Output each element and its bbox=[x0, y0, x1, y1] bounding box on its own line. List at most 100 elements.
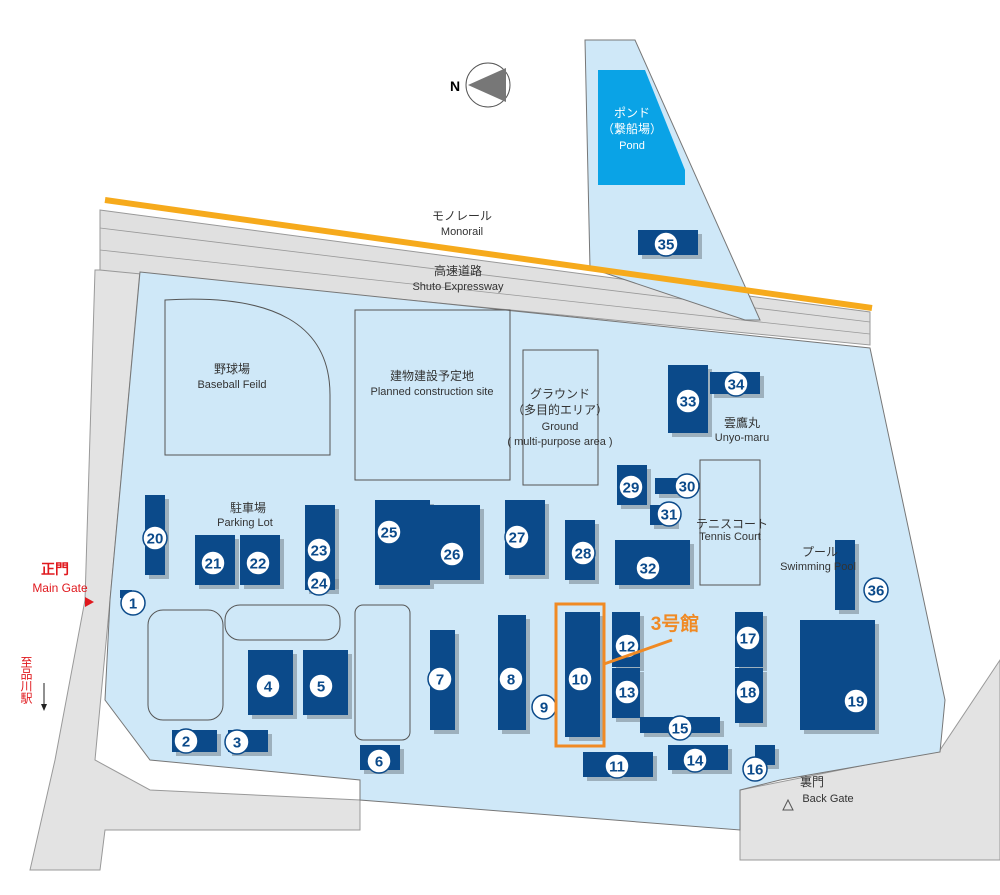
station-label: 至品川駅 bbox=[19, 656, 33, 705]
marker-number: 10 bbox=[572, 672, 589, 689]
marker-number: 34 bbox=[728, 377, 745, 394]
marker-number: 19 bbox=[848, 694, 865, 711]
building-marker-4[interactable]: 4 bbox=[255, 673, 281, 699]
building-marker-11[interactable]: 11 bbox=[604, 753, 630, 779]
building-marker-22[interactable]: 22 bbox=[245, 550, 271, 576]
building-marker-16[interactable]: 16 bbox=[742, 756, 768, 782]
building-marker-2[interactable]: 2 bbox=[173, 728, 199, 754]
marker-circle bbox=[618, 474, 644, 500]
marker-circle bbox=[173, 728, 199, 754]
marker-number: 31 bbox=[661, 507, 678, 524]
marker-number: 17 bbox=[740, 631, 757, 648]
building-marker-27[interactable]: 27 bbox=[504, 524, 530, 550]
expressway-label-jp: 高速道路 bbox=[434, 263, 482, 278]
marker-circle bbox=[656, 501, 682, 527]
building-marker-26[interactable]: 26 bbox=[439, 541, 465, 567]
marker-number: 22 bbox=[250, 556, 267, 573]
building-marker-36[interactable]: 36 bbox=[863, 577, 889, 603]
building-marker-19[interactable]: 19 bbox=[843, 688, 869, 714]
highlight-box-building-10 bbox=[554, 602, 606, 748]
marker-number: 9 bbox=[540, 700, 548, 717]
main-gate-label-en: Main Gate bbox=[32, 581, 88, 595]
building-marker-5[interactable]: 5 bbox=[308, 673, 334, 699]
ground-area bbox=[522, 349, 599, 486]
building-marker-33[interactable]: 33 bbox=[675, 388, 701, 414]
marker-circle bbox=[366, 748, 392, 774]
down-arrow-icon bbox=[41, 683, 47, 711]
marker-circle bbox=[308, 673, 334, 699]
building-marker-6[interactable]: 6 bbox=[366, 748, 392, 774]
marker-number: 35 bbox=[658, 237, 675, 254]
building-marker-34[interactable]: 34 bbox=[723, 371, 749, 397]
marker-number: 25 bbox=[381, 525, 398, 542]
ground-label-jp2: （多目的エリア） bbox=[512, 402, 608, 417]
marker-number: 8 bbox=[507, 672, 515, 689]
baseball-label-en: Baseball Feild bbox=[197, 379, 266, 391]
building-marker-17[interactable]: 17 bbox=[735, 625, 761, 651]
marker-circle bbox=[682, 747, 708, 773]
building-marker-23[interactable]: 23 bbox=[306, 537, 332, 563]
back-gate-arrow-icon bbox=[782, 798, 794, 811]
baseball-label-jp: 野球場 bbox=[214, 362, 250, 376]
compass: N bbox=[450, 62, 511, 108]
building-marker-14[interactable]: 14 bbox=[682, 747, 708, 773]
building-marker-10[interactable]: 10 bbox=[567, 666, 593, 692]
marker-number: 14 bbox=[687, 753, 704, 770]
marker-number: 7 bbox=[436, 672, 444, 689]
marker-number: 29 bbox=[623, 480, 640, 497]
building-marker-1[interactable]: 1 bbox=[120, 590, 146, 616]
building-marker-31[interactable]: 31 bbox=[656, 501, 682, 527]
building-marker-18[interactable]: 18 bbox=[735, 679, 761, 705]
building-marker-3[interactable]: 3 bbox=[224, 729, 250, 755]
main-gate-arrow-icon bbox=[85, 597, 94, 607]
ground-label-jp: グラウンド bbox=[530, 387, 590, 401]
building-marker-13[interactable]: 13 bbox=[614, 679, 640, 705]
main-gate-label-jp: 正門 bbox=[41, 561, 69, 577]
building-marker-25[interactable]: 25 bbox=[376, 519, 402, 545]
baseball-field bbox=[164, 298, 331, 456]
pond-label-en: Pond bbox=[619, 140, 645, 152]
building-36[interactable] bbox=[835, 540, 855, 610]
building-marker-20[interactable]: 20 bbox=[142, 525, 168, 551]
unyomaru-label-jp: 雲鷹丸 bbox=[724, 415, 760, 430]
building-marker-32[interactable]: 32 bbox=[635, 555, 661, 581]
pond bbox=[598, 70, 685, 185]
marker-circle bbox=[504, 524, 530, 550]
building-marker-9[interactable]: 9 bbox=[531, 694, 557, 720]
pond-label-jp2: （繋船場） bbox=[602, 121, 662, 136]
marker-number: 32 bbox=[640, 561, 657, 578]
marker-circle bbox=[376, 519, 402, 545]
building-marker-30[interactable]: 30 bbox=[674, 473, 700, 499]
building-marker-29[interactable]: 29 bbox=[618, 474, 644, 500]
marker-number: 15 bbox=[672, 721, 689, 738]
tennis-label-jp: テニスコート bbox=[696, 517, 768, 531]
marker-circle bbox=[863, 577, 889, 603]
building-marker-35[interactable]: 35 bbox=[653, 231, 679, 257]
marker-circle bbox=[142, 525, 168, 551]
building-marker-12[interactable]: 12 bbox=[614, 633, 640, 659]
marker-number: 36 bbox=[868, 583, 885, 600]
marker-number: 20 bbox=[147, 531, 164, 548]
marker-circle bbox=[614, 679, 640, 705]
marker-number: 16 bbox=[747, 762, 764, 779]
building-19[interactable] bbox=[800, 620, 875, 730]
pond-label-jp: ポンド bbox=[614, 106, 650, 120]
marker-number: 3 bbox=[233, 735, 241, 752]
building-marker-28[interactable]: 28 bbox=[570, 540, 596, 566]
marker-circle bbox=[667, 715, 693, 741]
marker-circle bbox=[735, 625, 761, 651]
building-marker-15[interactable]: 15 bbox=[667, 715, 693, 741]
building-marker-24[interactable]: 24 bbox=[306, 570, 332, 596]
building-marker-7[interactable]: 7 bbox=[427, 666, 453, 692]
construction-label-jp: 建物建設予定地 bbox=[390, 368, 474, 383]
marker-circle bbox=[567, 666, 593, 692]
building-marker-21[interactable]: 21 bbox=[200, 550, 226, 576]
building-marker-8[interactable]: 8 bbox=[498, 666, 524, 692]
marker-number: 18 bbox=[740, 685, 757, 702]
marker-circle bbox=[723, 371, 749, 397]
unyomaru-label-en: Unyo-maru bbox=[715, 432, 769, 444]
marker-circle bbox=[306, 570, 332, 596]
pool-label-en: Swimming Pool bbox=[780, 561, 856, 573]
marker-number: 1 bbox=[129, 596, 137, 613]
